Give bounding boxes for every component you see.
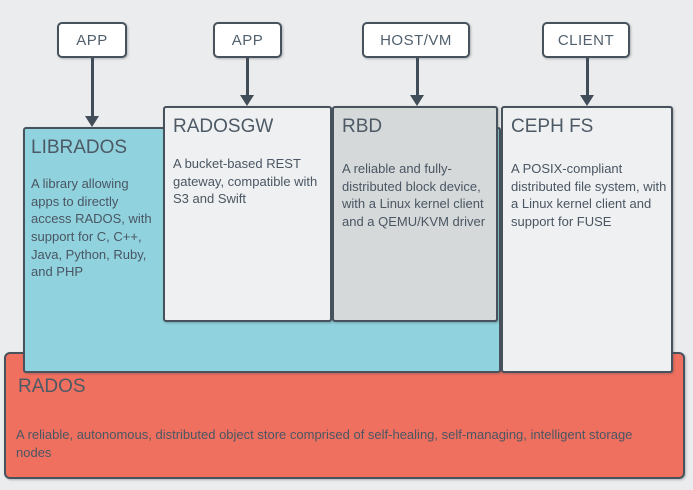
layer-librados-title: LIBRADOS: [31, 137, 128, 158]
arrow-client-to-cephfs-icon: [580, 58, 594, 106]
node-app-2-label: APP: [231, 31, 264, 49]
layer-radosgw-title: RADOSGW: [173, 116, 274, 137]
arrow-shaft: [585, 58, 589, 95]
layer-cephfs-title: CEPH FS: [511, 116, 594, 137]
layer-rados-description: A reliable, autonomous, distributed obje…: [16, 427, 633, 460]
layer-cephfs: CEPH FS A POSIX-compliant distributed fi…: [501, 106, 673, 373]
layer-radosgw-description: A bucket-based REST gateway, compatible …: [173, 156, 318, 207]
layer-rbd-title: RBD: [342, 116, 383, 137]
node-host-vm: HOST/VM: [362, 22, 470, 58]
node-app-2: APP: [213, 22, 282, 58]
node-client-label: CLIENT: [557, 31, 615, 49]
node-host-vm-label: HOST/VM: [380, 31, 452, 49]
arrow-app-to-radosgw-icon: [240, 58, 254, 106]
layer-rados: RADOS A reliable, autonomous, distribute…: [4, 352, 685, 479]
node-app-1: APP: [57, 22, 127, 58]
arrow-head-icon: [240, 95, 254, 106]
arrow-head-icon: [410, 95, 424, 106]
node-app-1-label: APP: [76, 31, 108, 49]
layer-rbd-description: A reliable and fully-distributed block d…: [342, 161, 486, 230]
arrow-app-to-librados-icon: [85, 58, 99, 127]
layer-radosgw: RADOSGW A bucket-based REST gateway, com…: [163, 106, 332, 322]
layer-cephfs-description: A POSIX-compliant distributed file syste…: [511, 161, 667, 230]
layer-librados-description: A library allowing apps to directly acce…: [31, 176, 152, 280]
arrow-shaft: [245, 58, 249, 95]
arrow-shaft: [415, 58, 419, 95]
arrow-head-icon: [85, 116, 99, 127]
node-client: CLIENT: [542, 22, 630, 58]
layer-rados-title: RADOS: [18, 376, 86, 397]
layer-rbd: RBD A reliable and fully-distributed blo…: [332, 106, 498, 322]
arrow-head-icon: [580, 95, 594, 106]
arrow-hostvm-to-rbd-icon: [410, 58, 424, 106]
arrow-shaft: [90, 58, 94, 116]
